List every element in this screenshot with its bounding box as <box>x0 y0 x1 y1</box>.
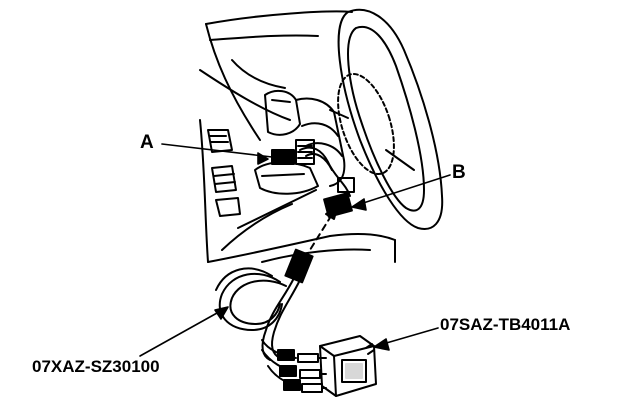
connector-a <box>271 149 295 165</box>
callout-a: A <box>140 132 154 153</box>
airbag-module <box>337 72 395 176</box>
tester-unit <box>319 335 377 397</box>
adapter-harness <box>215 248 327 393</box>
steering-column <box>295 97 346 187</box>
dash-vents <box>207 129 241 217</box>
callout-b: B <box>452 162 466 183</box>
leader-lines <box>139 143 451 357</box>
part-number-tester-unit: 07SAZ-TB4011A <box>440 315 571 334</box>
dashboard-outline <box>199 10 396 263</box>
part-number-adapter-harness: 07XAZ-SZ30100 <box>32 357 160 376</box>
connection-arrow <box>304 204 339 259</box>
lower-column-cover <box>254 89 319 195</box>
steering-wheel <box>329 8 444 230</box>
